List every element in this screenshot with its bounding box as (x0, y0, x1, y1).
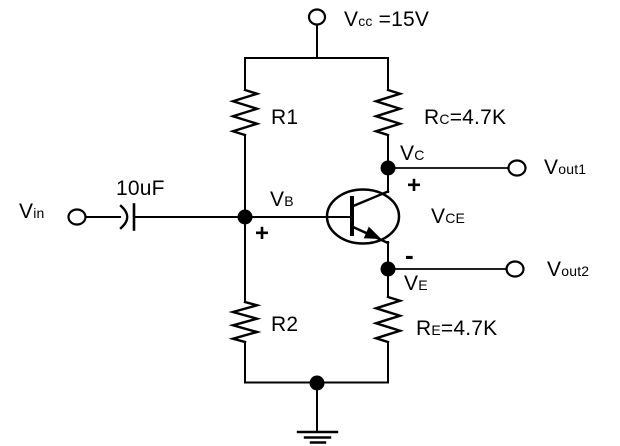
rc-label-main: R (424, 106, 440, 129)
vcc-label-main: V (344, 8, 359, 31)
ve-label-main: V (404, 272, 419, 295)
r1-label-text: R1 (271, 106, 299, 129)
node-vc-dot (380, 160, 396, 176)
junction-dots (237, 160, 396, 391)
ve-label: VE (404, 273, 428, 294)
top-rail-wire (244, 23, 389, 59)
ground-icon (296, 430, 339, 444)
base-plus-text: + (255, 220, 270, 247)
resistor-r1 (228, 88, 262, 137)
transistor-icon (325, 188, 401, 245)
re-label-value: =4.7K (440, 317, 498, 340)
collector-plus-sign: + (407, 174, 421, 198)
ve-label-sub: E (418, 277, 428, 293)
emitter-minus-text: - (405, 240, 414, 270)
vout1-terminal (507, 159, 527, 177)
vcc-label-value: =15V (372, 8, 430, 31)
node-ve-dot (380, 261, 396, 277)
re-label: RE=4.7K (416, 318, 497, 339)
capacitor-value-text: 10uF (116, 177, 165, 200)
vin-terminal (67, 208, 87, 226)
vce-label-main: V (431, 205, 446, 228)
vc-label-sub: C (414, 147, 425, 163)
rc-label: RC=4.7K (424, 107, 506, 128)
vout2-label: Vout2 (547, 259, 589, 280)
vout2-label-sub: out2 (561, 263, 590, 279)
vcc-terminal (307, 8, 327, 26)
resistor-re (371, 295, 405, 344)
vin-label-sub: in (33, 205, 45, 221)
transistor-body (325, 188, 401, 245)
r2-label-text: R2 (271, 313, 299, 336)
vcc-label: Vcc =15V (344, 9, 429, 30)
vout2-label-main: V (547, 258, 562, 281)
vout1-label-main: V (544, 156, 559, 179)
rc-label-sub: C (439, 111, 450, 127)
transistor-emitter-arrow (363, 226, 382, 240)
node-vb-dot (237, 209, 253, 225)
vcc-label-sub: cc (358, 13, 373, 29)
vc-label-main: V (400, 142, 415, 165)
base-plus-sign: + (255, 222, 269, 246)
capacitor-icon (119, 203, 136, 231)
r1-label: R1 (271, 107, 298, 128)
vout2-terminal (505, 260, 525, 278)
resistor-r2 (228, 300, 262, 344)
vce-label: VCE (431, 206, 465, 227)
vout1-label-sub: out1 (558, 161, 587, 177)
emitter-minus-sign: - (405, 242, 414, 268)
r2-label: R2 (271, 314, 298, 335)
node-ground-dot (309, 375, 325, 391)
transistor-collector-line (350, 189, 390, 209)
vin-label-main: V (19, 200, 34, 223)
rc-label-value: =4.7K (449, 106, 507, 129)
vb-label-main: V (270, 188, 285, 211)
re-label-sub: E (431, 322, 441, 338)
vin-label: Vin (19, 201, 45, 222)
re-label-main: R (416, 317, 432, 340)
vout1-label: Vout1 (544, 157, 586, 178)
schematic-strokes (67, 8, 527, 444)
vb-label-sub: B (284, 193, 294, 209)
vce-label-sub: CE (445, 210, 466, 226)
resistor-rc (371, 88, 405, 137)
collector-plus-text: + (407, 172, 422, 199)
vc-label: VC (400, 143, 425, 164)
vb-label: VB (270, 189, 294, 210)
capacitor-value-label: 10uF (116, 178, 165, 199)
